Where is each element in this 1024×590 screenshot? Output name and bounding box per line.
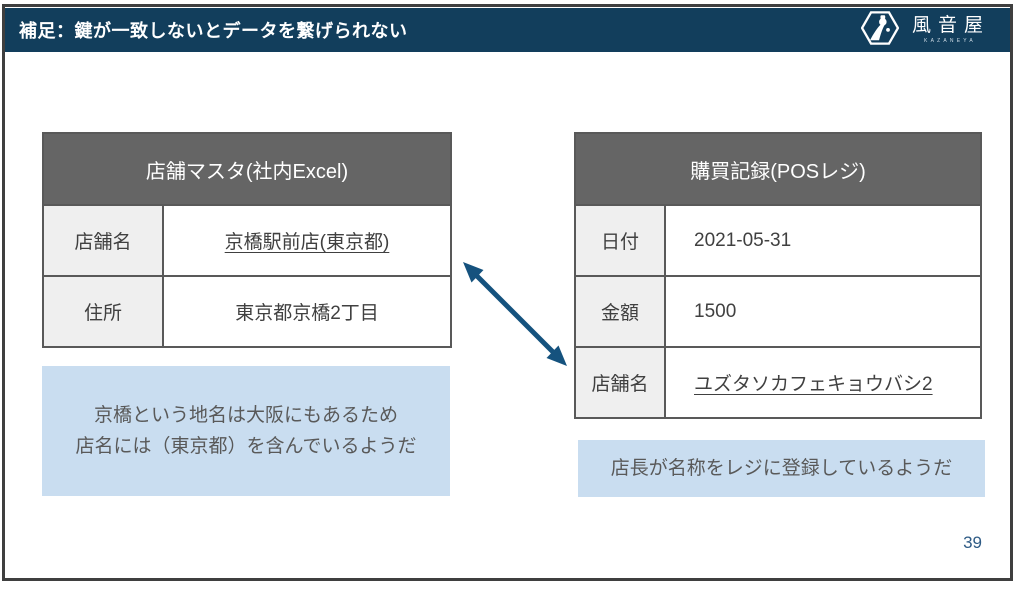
date-value: 2021-05-31 bbox=[694, 229, 792, 251]
left-note-line1: 京橋という地名は大阪にもあるため bbox=[93, 404, 398, 426]
key-link-arrow-icon bbox=[463, 262, 567, 366]
address-value: 東京都京橋2丁目 bbox=[235, 303, 379, 324]
kazaneya-logo: 風音屋 KAZANEYA bbox=[860, 10, 998, 50]
slide-title: 補足：鍵が一致しないとデータを繋げられない bbox=[19, 21, 408, 41]
left-note-line2: 店名には（東京都）を含んでいるようだ bbox=[75, 436, 417, 457]
right-note-text: 店長が名称をレジに登録しているようだ bbox=[610, 457, 953, 479]
store-master-table-title: 店舗マスタ(社内Excel) bbox=[44, 134, 450, 204]
page-number: 39 bbox=[963, 533, 982, 552]
purchase-record-table: 購買記録(POSレジ) 日付 2021-05-31 金額 1500 店舗名 ユズ… bbox=[574, 132, 982, 419]
left-note-box: 京橋という地名は大阪にもあるため 店名には（東京都）を含んでいるようだ bbox=[42, 366, 450, 496]
table-row: 店舗名 ユズタソカフェキョウバシ2 bbox=[576, 346, 980, 417]
row-label: 店舗名 bbox=[44, 206, 164, 275]
table-row: 住所 東京都京橋2丁目 bbox=[44, 275, 450, 346]
table-row: 日付 2021-05-31 bbox=[576, 204, 980, 275]
logo-name: 風音屋 bbox=[911, 15, 990, 37]
kazaneya-logo-text: 風音屋 KAZANEYA bbox=[908, 15, 990, 44]
kazaneya-hexagon-icon bbox=[860, 10, 900, 50]
logo-subtext: KAZANEYA bbox=[924, 37, 976, 44]
purchase-record-table-title: 購買記録(POSレジ) bbox=[576, 134, 980, 204]
pos-store-name-value: ユズタソカフェキョウバシ2 bbox=[694, 374, 933, 395]
row-label: 日付 bbox=[576, 206, 666, 275]
row-label: 住所 bbox=[44, 277, 164, 346]
store-name-value: 京橋駅前店(東京都) bbox=[224, 232, 390, 253]
slide-header-bar: 補足：鍵が一致しないとデータを繋げられない 風音屋 KAZANEYA bbox=[5, 8, 1010, 52]
table-row: 金額 1500 bbox=[576, 275, 980, 346]
store-master-table: 店舗マスタ(社内Excel) 店舗名 京橋駅前店(東京都) 住所 東京都京橋2丁… bbox=[42, 132, 452, 348]
right-note-box: 店長が名称をレジに登録しているようだ bbox=[578, 440, 985, 497]
row-label: 金額 bbox=[576, 277, 666, 346]
amount-value: 1500 bbox=[694, 300, 737, 322]
table-row: 店舗名 京橋駅前店(東京都) bbox=[44, 204, 450, 275]
row-label: 店舗名 bbox=[576, 348, 666, 417]
